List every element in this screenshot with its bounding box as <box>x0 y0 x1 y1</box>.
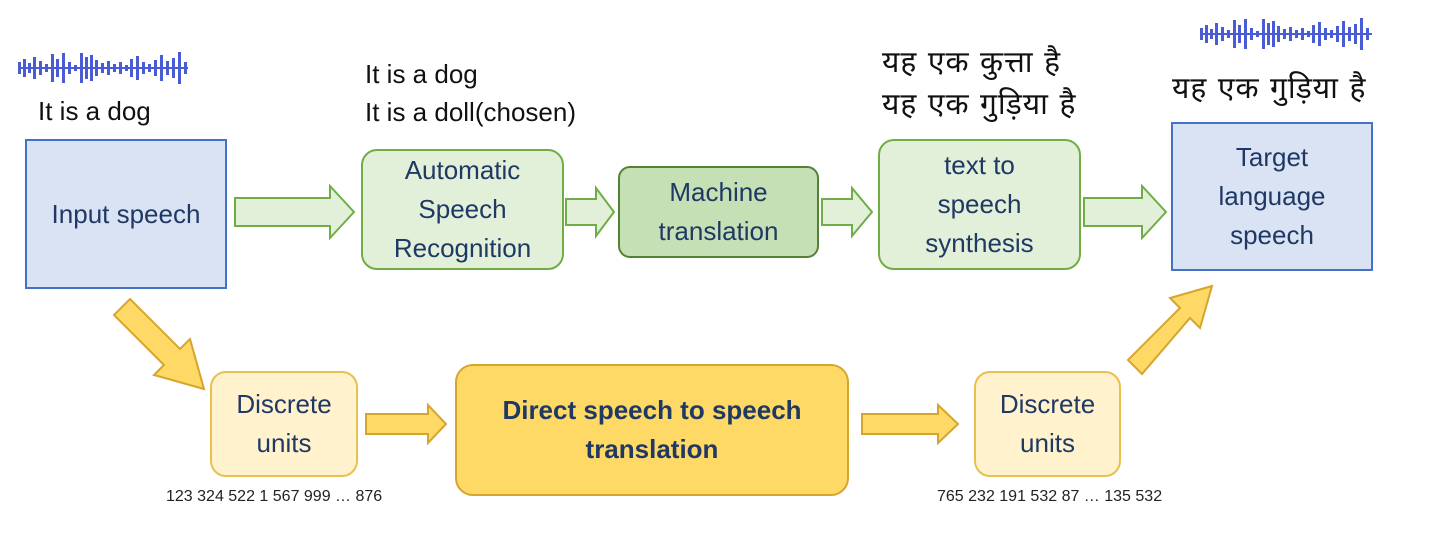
arrow-input-to-asr <box>234 183 356 241</box>
tts-box: text to speech synthesis <box>878 139 1081 270</box>
asr-candidate-2: It is a doll(chosen) <box>365 97 576 127</box>
arrow-asr-to-mt <box>565 185 616 239</box>
waveform-icon-output <box>1200 18 1372 50</box>
waveform-icon-input <box>18 52 188 84</box>
arrow-units-to-s2st <box>365 402 448 446</box>
units-left-sequence: 123 324 522 1 567 999 … 876 <box>166 488 383 505</box>
arrow-input-to-units <box>112 297 206 391</box>
machine-translation-box: Machine translation <box>618 166 819 258</box>
arrow-mt-to-tts <box>821 185 874 239</box>
units-right-sequence: 765 232 191 532 87 … 135 532 <box>937 488 1163 505</box>
asr-box: Automatic Speech Recognition <box>361 149 564 270</box>
discrete-units-right-box: Discrete units <box>974 371 1121 477</box>
mt-candidate-1: यह एक कुत्ता है <box>882 45 1062 80</box>
target-speech-box: Target language speech <box>1171 122 1373 271</box>
input-transcript: It is a dog <box>38 96 151 126</box>
output-transcript: यह एक गुड़िया है <box>1172 71 1367 106</box>
arrow-tts-to-target <box>1083 183 1168 241</box>
arrow-units-to-target <box>1126 284 1214 376</box>
input-speech-box: Input speech <box>25 139 227 289</box>
direct-s2st-box: Direct speech to speech translation <box>455 364 849 496</box>
arrow-s2st-to-units <box>861 402 960 446</box>
asr-candidate-1: It is a dog <box>365 59 478 89</box>
mt-candidate-2: यह एक गुड़िया है <box>882 87 1077 122</box>
discrete-units-left-box: Discrete units <box>210 371 358 477</box>
